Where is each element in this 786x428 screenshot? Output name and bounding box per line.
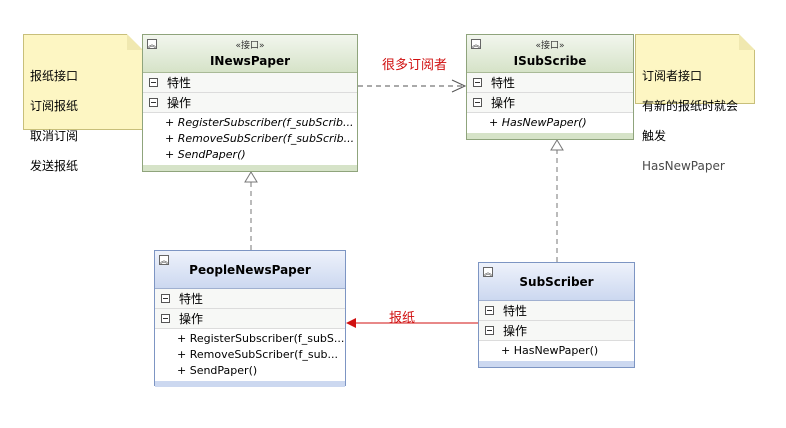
operation-item[interactable]: + RemoveSubScriber(f_sub...: [177, 348, 339, 361]
note-subscriber: 订阅者接口 有新的报纸时就会 触发 HasNewPaper: [635, 34, 755, 173]
note-line: 有新的报纸时就会: [642, 99, 739, 113]
association-label: 报纸: [389, 311, 416, 326]
operations-section[interactable]: 操作: [467, 93, 633, 113]
class-stereotype: «接口»: [235, 41, 265, 51]
class-subscriber[interactable]: ︽ SubScriber 特性 操作 + HasNewPaper(): [478, 262, 635, 368]
class-peoplenewspaper[interactable]: ︽ PeopleNewsPaper 特性 操作 + RegisterSubscr…: [154, 250, 346, 387]
note-line: 订阅者接口: [642, 69, 703, 83]
note-line: 报纸接口: [30, 69, 79, 83]
collapse-icon[interactable]: ︽: [159, 255, 169, 265]
operations-list: + HasNewPaper(): [479, 341, 634, 361]
note-line: 订阅报纸: [30, 99, 79, 113]
dependency-label: 很多订阅者: [382, 58, 448, 73]
class-name: ISubScribe: [513, 54, 587, 68]
class-name: INewsPaper: [209, 54, 291, 68]
class-name: SubScriber: [519, 275, 594, 289]
note-line: 发送报纸: [30, 159, 79, 173]
operations-label: 操作: [179, 312, 204, 326]
class-isubscribe[interactable]: ︽ «接口» ISubScribe 特性 操作 + HasNewPaper(): [466, 34, 634, 140]
operation-item[interactable]: + RemoveSubScriber(f_subScrib...: [165, 132, 355, 145]
operations-section[interactable]: 操作: [143, 93, 357, 113]
class-footer: [479, 361, 634, 367]
collapse-icon[interactable]: ︽: [147, 39, 157, 49]
operation-item[interactable]: + RegisterSubscriber(f_subScrib...: [165, 116, 354, 129]
class-inewspaper[interactable]: ︽ «接口» INewsPaper 特性 操作 + RegisterSubscr…: [142, 34, 358, 172]
realization-arrowhead-subscriber: [550, 139, 564, 151]
dependency-arrowhead: [451, 79, 467, 93]
operations-list: + RegisterSubscriber(f_subS... + RemoveS…: [155, 329, 345, 381]
class-header: ︽ «接口» ISubScribe: [467, 35, 633, 73]
realization-arrowhead-people: [244, 171, 258, 183]
operations-label: 操作: [491, 96, 516, 110]
class-header: ︽ SubScriber: [479, 263, 634, 301]
attributes-label: 特性: [167, 76, 192, 90]
operations-section[interactable]: 操作: [155, 309, 345, 329]
attributes-section[interactable]: 特性: [467, 73, 633, 93]
class-name: PeopleNewsPaper: [189, 263, 311, 277]
note-line: 取消订阅: [30, 129, 79, 143]
attributes-label: 特性: [503, 304, 528, 318]
note-newspaper: 报纸接口 订阅报纸 取消订阅 发送报纸: [23, 34, 143, 173]
collapse-icon[interactable]: ︽: [471, 39, 481, 49]
minus-icon[interactable]: [473, 98, 482, 107]
operations-label: 操作: [503, 324, 528, 338]
operation-item[interactable]: + HasNewPaper(): [489, 116, 587, 129]
operation-item[interactable]: + RegisterSubscriber(f_subS...: [177, 332, 345, 345]
minus-icon[interactable]: [161, 294, 170, 303]
class-footer: [467, 133, 633, 139]
note-fold: [127, 34, 143, 50]
class-footer: [143, 165, 357, 171]
operations-section[interactable]: 操作: [479, 321, 634, 341]
note-fold: [739, 34, 755, 50]
class-footer: [155, 381, 345, 387]
minus-icon[interactable]: [473, 78, 482, 87]
operation-item[interactable]: + HasNewPaper(): [501, 344, 599, 357]
attributes-section[interactable]: 特性: [479, 301, 634, 321]
operations-list: + HasNewPaper(): [467, 113, 633, 133]
operation-item[interactable]: + SendPaper(): [177, 364, 258, 377]
class-stereotype: «接口»: [535, 41, 565, 51]
minus-icon[interactable]: [161, 314, 170, 323]
attributes-section[interactable]: 特性: [143, 73, 357, 93]
class-header: ︽ PeopleNewsPaper: [155, 251, 345, 289]
attributes-label: 特性: [179, 292, 204, 306]
operations-list: + RegisterSubscriber(f_subScrib... + Rem…: [143, 113, 357, 165]
minus-icon[interactable]: [149, 98, 158, 107]
class-header: ︽ «接口» INewsPaper: [143, 35, 357, 73]
minus-icon[interactable]: [485, 326, 494, 335]
attributes-label: 特性: [491, 76, 516, 90]
operation-item[interactable]: + SendPaper(): [165, 148, 246, 161]
association-arrowhead: [346, 318, 356, 328]
collapse-icon[interactable]: ︽: [483, 267, 493, 277]
note-line: HasNewPaper: [642, 159, 725, 173]
note-line: 触发: [642, 129, 667, 143]
minus-icon[interactable]: [485, 306, 494, 315]
minus-icon[interactable]: [149, 78, 158, 87]
attributes-section[interactable]: 特性: [155, 289, 345, 309]
operations-label: 操作: [167, 96, 192, 110]
